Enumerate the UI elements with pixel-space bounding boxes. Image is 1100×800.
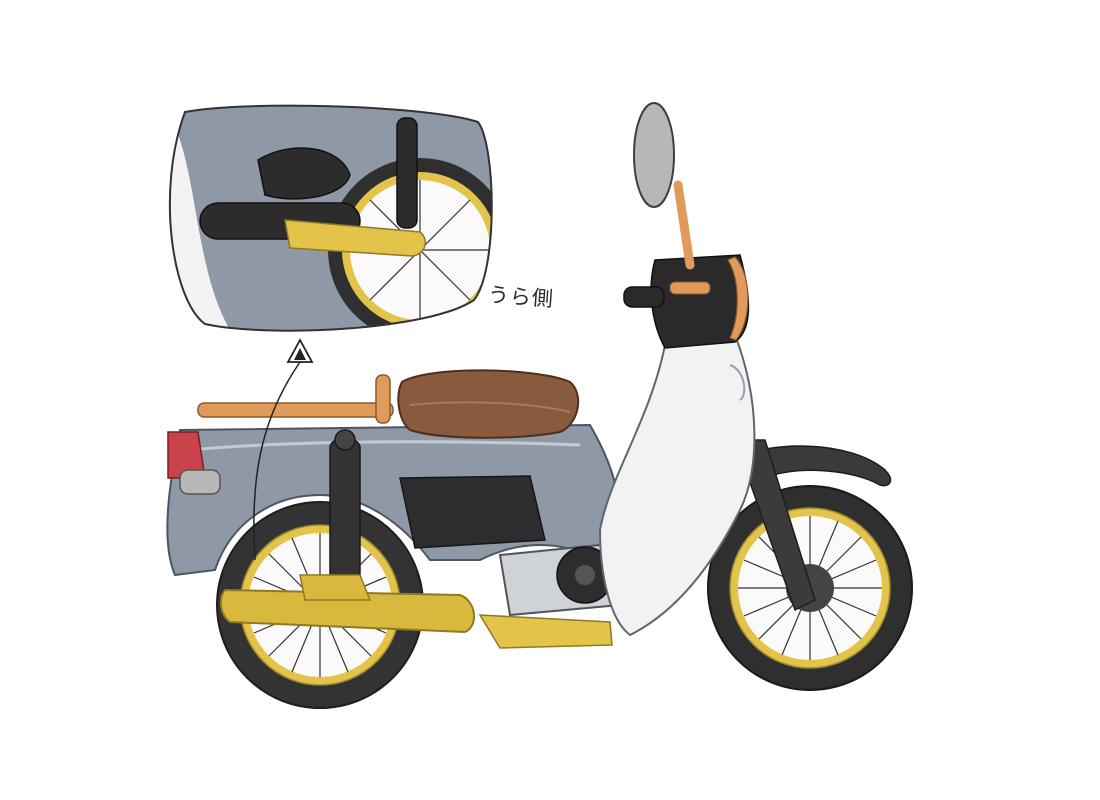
rear-rack	[197, 374, 394, 424]
rear-shock	[329, 429, 361, 591]
leg-shield	[598, 333, 756, 637]
exhaust	[219, 574, 613, 649]
front-cowl	[650, 254, 750, 349]
tail-light	[167, 431, 221, 495]
rear-body-panel	[166, 423, 622, 577]
callout-note: うら側	[487, 282, 555, 312]
mirror	[633, 102, 695, 270]
callout-pointer	[253, 338, 314, 561]
seat	[397, 369, 580, 439]
handlebar	[623, 281, 711, 308]
magnify-callout-bubble	[168, 104, 493, 332]
engine	[498, 543, 622, 617]
